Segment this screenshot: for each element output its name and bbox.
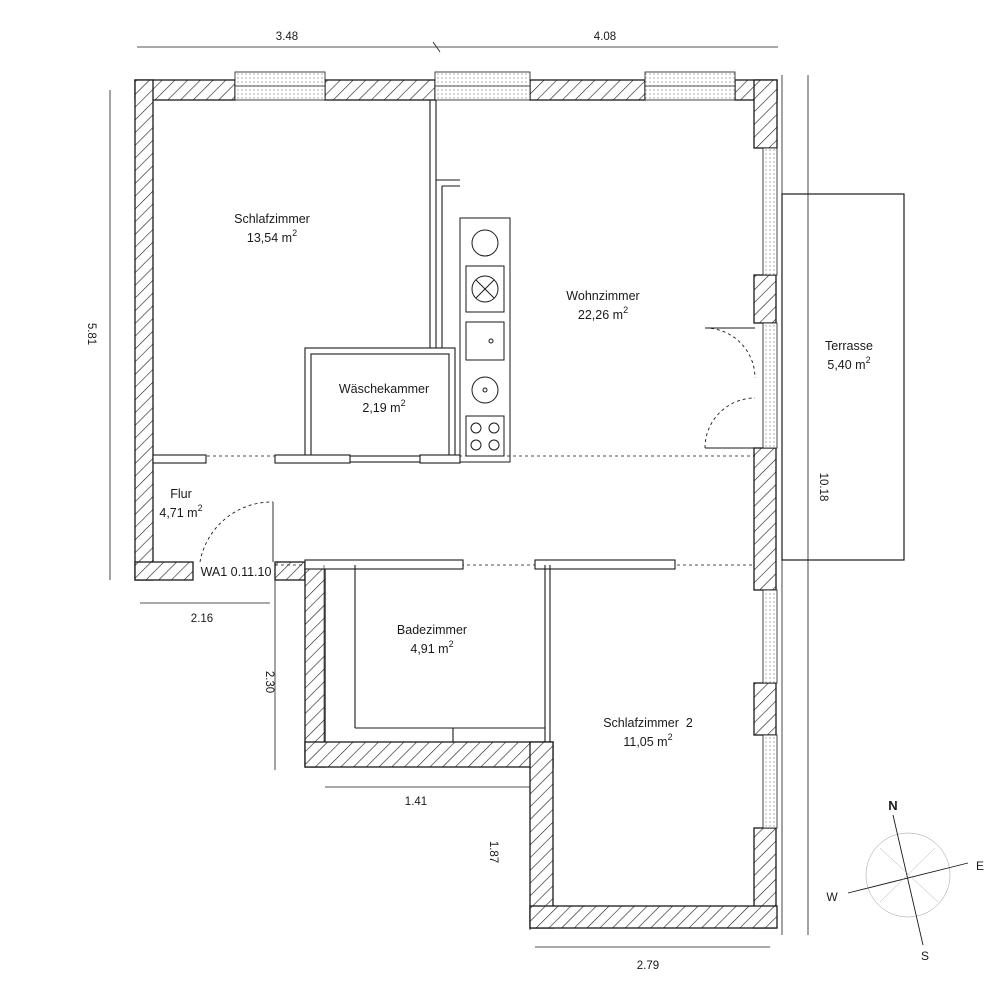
room-name-terrasse: Terrasse	[825, 339, 873, 353]
dim-left: 5.81	[85, 323, 97, 345]
compass-north: N	[888, 798, 897, 813]
room-name-schlafzimmer: Schlafzimmer	[234, 212, 310, 226]
compass-east: E	[976, 859, 984, 873]
compass-south: S	[921, 949, 929, 963]
kitchen-counter	[459, 217, 511, 463]
dim-top-right: 4.08	[594, 31, 616, 43]
room-area-badezimmer: 4,91 m2	[410, 639, 453, 656]
room-name-flur: Flur	[170, 487, 192, 501]
room-area-waeschekammer: 2,19 m2	[362, 398, 405, 415]
windows	[234, 71, 778, 829]
dim-terrace: 10.18	[817, 473, 829, 502]
dim-top-left: 3.48	[276, 31, 298, 43]
interior-walls	[152, 100, 755, 742]
room-area-schlafzimmer2: 11,05 m2	[623, 732, 672, 749]
room-area-terrasse: 5,40 m2	[827, 355, 870, 372]
dimension-lines	[109, 41, 809, 948]
room-name-badezimmer: Badezimmer	[397, 623, 467, 637]
unit-label: WA1 0.11.10	[201, 565, 272, 579]
room-name-wohnzimmer: Wohnzimmer	[566, 289, 639, 303]
walls	[134, 79, 778, 929]
dim-bath-height: 2.30	[263, 671, 275, 693]
terrace-outline	[781, 193, 905, 561]
compass-west: W	[826, 890, 838, 904]
room-area-wohnzimmer: 22,26 m2	[578, 305, 628, 322]
compass-rose	[847, 814, 969, 946]
room-area-schlafzimmer: 13,54 m2	[247, 228, 297, 245]
dim-bath-width: 1.41	[405, 796, 427, 808]
dim-bottom: 2.79	[637, 960, 659, 972]
room-name-waeschekammer: Wäschekammer	[339, 382, 429, 396]
dim-entry-width: 2.16	[191, 613, 213, 625]
room-name-schlafzimmer2: Schlafzimmer 2	[603, 716, 693, 730]
doors	[199, 327, 756, 563]
dim-step-height: 1.87	[487, 841, 499, 863]
room-area-flur: 4,71 m2	[159, 503, 202, 520]
